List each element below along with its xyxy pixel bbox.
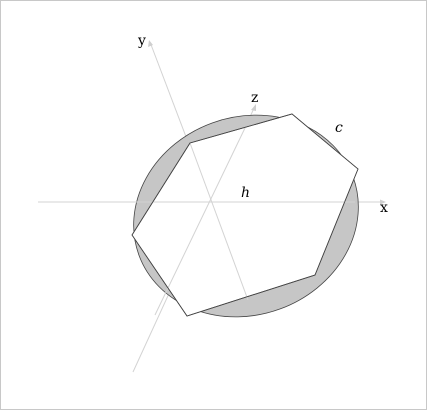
z-axis-label: z <box>251 90 259 106</box>
x-axis-arrow <box>380 199 386 205</box>
curve-label: c <box>335 120 343 136</box>
y-axis-arrow <box>148 40 153 47</box>
z-axis-inner <box>154 127 246 316</box>
x-axis-label: x <box>380 200 388 216</box>
y-axis-label: y <box>138 33 146 49</box>
inscribed-polygon-outline <box>131 113 359 317</box>
polygon-label: h <box>241 185 251 201</box>
y-axis-inner <box>189 142 249 301</box>
z-axis-arrow <box>251 104 256 111</box>
